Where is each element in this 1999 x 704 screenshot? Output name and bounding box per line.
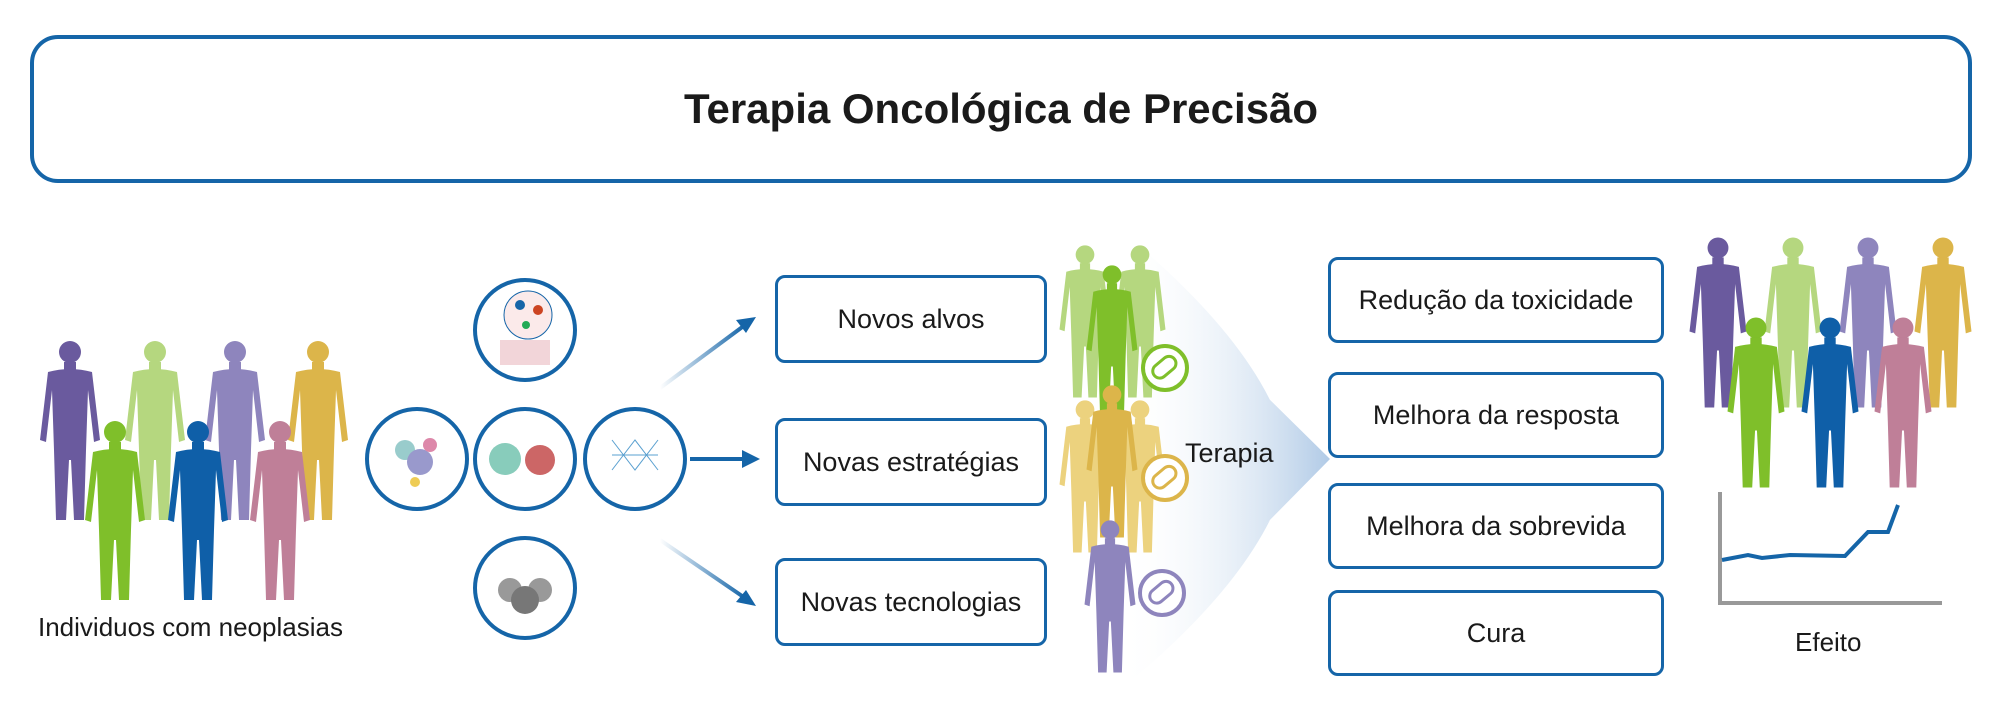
therapy-label: Terapia xyxy=(1185,438,1274,468)
tcell-circle xyxy=(473,407,577,511)
outcome-box-resposta: Melhora da resposta xyxy=(1328,372,1664,458)
ai-network-circle xyxy=(583,407,687,511)
approach-box-novos-alvos: Novos alvos xyxy=(775,275,1047,363)
approach-box-novas-tecnologias: Novas tecnologias xyxy=(775,558,1047,646)
effect-chart xyxy=(1718,492,1942,605)
outcome-box-sobrevida: Melhora da sobrevida xyxy=(1328,483,1664,569)
approach-box-novas-estrategias: Novas estratégias xyxy=(775,418,1047,506)
targeted-patient-figures xyxy=(1059,245,1189,673)
effect-label: Efeito xyxy=(1795,627,1862,657)
population-label: Individuos com neoplasias xyxy=(38,612,343,642)
method-circles xyxy=(365,278,687,640)
population-figures xyxy=(40,341,348,600)
outcome-box-toxicidade: Redução da toxicidade xyxy=(1328,257,1664,343)
approach-arrows xyxy=(658,317,760,606)
outcome-box-cura: Cura xyxy=(1328,590,1664,676)
responding-patient-figures xyxy=(1689,237,1972,488)
title-box: Terapia Oncológica de Precisão xyxy=(30,35,1972,183)
page-title: Terapia Oncológica de Precisão xyxy=(683,85,1319,132)
